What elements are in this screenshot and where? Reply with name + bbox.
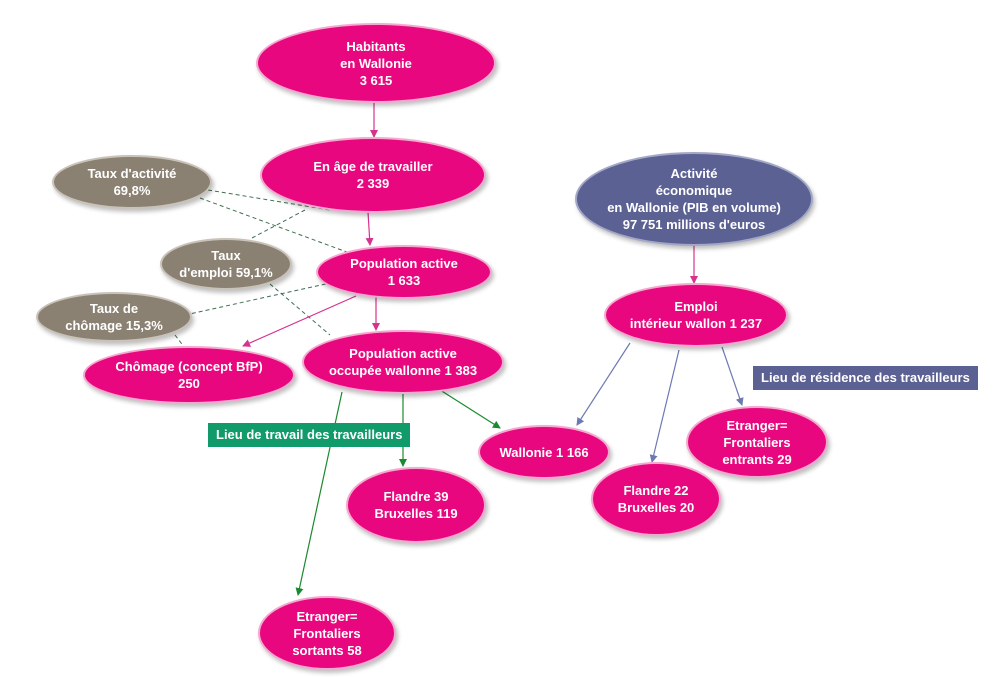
node-wallonie-line: Wallonie 1 166 xyxy=(499,444,589,460)
node-habitants-line: en Wallonie xyxy=(340,55,412,71)
arrow-age-to-active xyxy=(365,211,374,246)
node-population-active-line: Population active xyxy=(350,256,458,271)
arrow-active-to-chomage xyxy=(242,295,357,347)
node-emploi-interieur-line: Emploi xyxy=(674,299,718,314)
node-taux-emploi: Taux d'emploi 59,1% xyxy=(160,238,292,290)
rate-line-emploi-2 xyxy=(269,283,331,336)
node-activite-economique-line: économique xyxy=(655,183,733,198)
node-flandre-bruxelles-residence-line: Flandre 22 xyxy=(623,483,689,498)
node-population-active-line: 1 633 xyxy=(387,273,421,288)
node-etranger-sortants-line: Etranger= xyxy=(296,608,358,624)
node-taux-activite: Taux d'activité 69,8% xyxy=(52,155,212,209)
node-flandre-bruxelles-travail-line: Flandre 39 xyxy=(383,489,449,504)
arrow-occupee-to-wallonie xyxy=(436,387,501,429)
node-etranger-entrants-line: Frontaliers xyxy=(723,434,791,450)
node-etranger-sortants-line: Frontaliers xyxy=(293,625,361,641)
node-habitants: Habitants en Wallonie 3 615 xyxy=(256,23,496,103)
node-taux-activite-line: 69,8% xyxy=(113,183,151,198)
node-taux-emploi-line: Taux xyxy=(211,248,241,263)
node-population-occupee-line: occupée wallonne 1 383 xyxy=(328,363,478,378)
node-population-active: Population active 1 633 xyxy=(316,245,492,299)
node-activite-economique-line: en Wallonie (PIB en volume) xyxy=(607,200,781,215)
node-chomage-line: Chômage (concept BfP) xyxy=(115,359,263,374)
node-habitants-line: 3 615 xyxy=(359,72,393,88)
arrow-emploi-to-wallonie xyxy=(576,342,631,426)
node-activite-economique-line: Activité xyxy=(670,166,718,181)
node-etranger-entrants: Etranger= Frontaliers entrants 29 xyxy=(686,406,828,478)
node-age-travailler: En âge de travailler 2 339 xyxy=(260,137,486,213)
rate-line-emploi-1 xyxy=(251,209,306,239)
node-chomage-line: 250 xyxy=(178,376,200,391)
node-age-travailler-line: 2 339 xyxy=(356,176,390,191)
node-taux-chomage-line: chômage 15,3% xyxy=(65,318,163,333)
node-population-occupee: Population active occupée wallonne 1 383 xyxy=(302,330,504,394)
rate-line-chomage-1 xyxy=(184,282,331,316)
node-flandre-bruxelles-travail-line: Bruxelles 119 xyxy=(374,506,458,521)
node-flandre-bruxelles-residence: Flandre 22 Bruxelles 20 xyxy=(591,462,721,536)
node-wallonie: Wallonie 1 166 xyxy=(478,425,610,479)
node-etranger-sortants-line: sortants 58 xyxy=(292,642,362,658)
arrow-emploi-to-flandre xyxy=(649,349,680,463)
node-flandre-bruxelles-residence-line: Bruxelles 20 xyxy=(617,500,695,515)
node-age-travailler-line: En âge de travailler xyxy=(313,159,433,174)
node-taux-chomage-line: Taux de xyxy=(89,301,139,316)
label-lieu-travail: Lieu de travail des travailleurs xyxy=(208,423,411,447)
node-taux-chomage: Taux de chômage 15,3% xyxy=(36,292,192,342)
node-taux-emploi-line: d'emploi 59,1% xyxy=(179,265,273,280)
node-chomage: Chômage (concept BfP) 250 xyxy=(83,346,295,404)
arrow-emploi-to-etranger xyxy=(721,346,744,406)
node-etranger-sortants: Etranger= Frontaliers sortants 58 xyxy=(258,596,396,670)
node-etranger-entrants-line: entrants 29 xyxy=(722,451,792,467)
node-activite-economique: Activité économique en Wallonie (PIB en … xyxy=(575,152,813,246)
label-lieu-residence: Lieu de résidence des travailleurs xyxy=(753,366,978,390)
node-etranger-entrants-line: Etranger= xyxy=(726,417,788,433)
node-habitants-line: Habitants xyxy=(346,38,406,54)
node-emploi-interieur: Emploi intérieur wallon 1 237 xyxy=(604,283,788,347)
node-emploi-interieur-line: intérieur wallon 1 237 xyxy=(629,316,763,331)
node-activite-economique-line: 97 751 millions d'euros xyxy=(622,217,766,232)
node-population-occupee-line: Population active xyxy=(349,346,457,361)
node-flandre-bruxelles-travail: Flandre 39 Bruxelles 119 xyxy=(346,467,486,543)
node-taux-activite-line: Taux d'activité xyxy=(87,166,177,181)
